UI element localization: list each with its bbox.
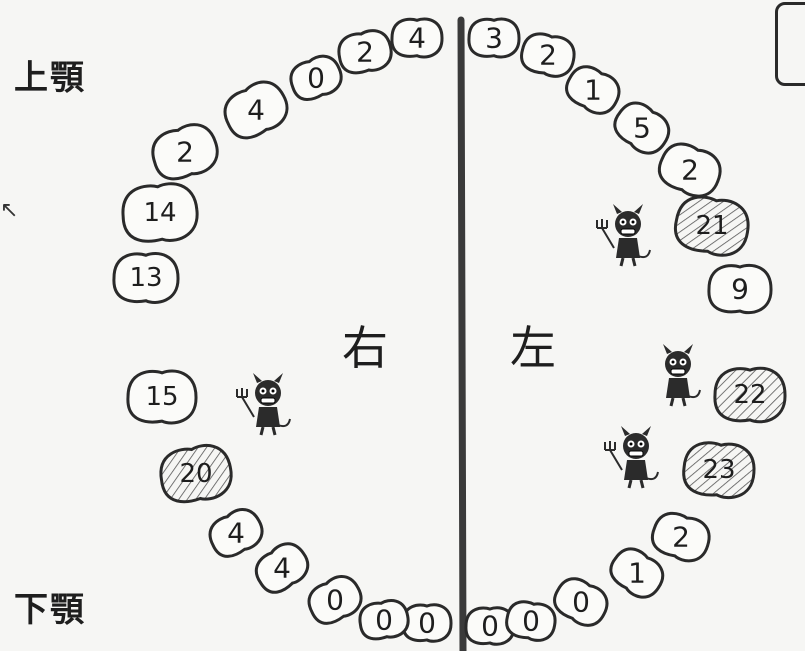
tooth-value: 2 bbox=[356, 36, 374, 69]
tooth-upper-right-1: 4 bbox=[390, 17, 444, 59]
tooth-outline bbox=[208, 508, 264, 558]
tooth-outline bbox=[358, 599, 410, 641]
tooth-value: 4 bbox=[408, 22, 426, 55]
tooth-lower-right-6: 20 bbox=[159, 443, 233, 504]
tooth-outline bbox=[151, 123, 219, 181]
tooth-upper-left-1: 3 bbox=[467, 17, 521, 59]
upper-jaw-label: 上顎 bbox=[14, 58, 86, 98]
tooth-value: 20 bbox=[179, 459, 212, 489]
tooth-upper-right-7: 13 bbox=[112, 252, 180, 304]
tooth-outline bbox=[613, 101, 671, 155]
tooth-lower-right-4: 4 bbox=[254, 542, 310, 594]
tooth-outline bbox=[121, 182, 199, 243]
tooth-outline bbox=[651, 511, 711, 563]
tooth-lower-left-2: 0 bbox=[505, 600, 557, 642]
tooth-upper-left-7: 9 bbox=[707, 263, 773, 315]
devil-with-pitchfork-icon bbox=[236, 373, 291, 436]
tooth-value: 1 bbox=[584, 74, 602, 107]
tooth-lower-right-3: 0 bbox=[307, 575, 363, 625]
devil-icon bbox=[663, 344, 701, 407]
tooth-value: 0 bbox=[375, 604, 393, 637]
tooth-lower-right-5: 4 bbox=[208, 508, 264, 558]
tooth-value: 14 bbox=[143, 198, 176, 228]
tooth-lower-left-4: 1 bbox=[609, 547, 665, 599]
devil-with-pitchfork-icon bbox=[596, 204, 651, 267]
tooth-value: 3 bbox=[485, 22, 503, 55]
tooth-outline bbox=[112, 252, 180, 304]
tooth-upper-left-5: 2 bbox=[657, 142, 722, 198]
tooth-value: 22 bbox=[733, 380, 766, 410]
tooth-value: 0 bbox=[522, 605, 540, 638]
tooth-value: 9 bbox=[731, 273, 749, 306]
right-side-label: 右 bbox=[342, 321, 390, 375]
tooth-value: 1 bbox=[628, 557, 646, 590]
tooth-outline bbox=[159, 443, 233, 504]
tooth-outline bbox=[553, 577, 609, 627]
tooth-upper-left-6: 21 bbox=[673, 195, 750, 257]
tooth-value: 4 bbox=[273, 552, 291, 585]
tooth-outline bbox=[307, 575, 363, 625]
tooth-outline bbox=[713, 366, 787, 424]
tooth-outline bbox=[657, 142, 722, 198]
tooth-outline bbox=[390, 17, 444, 59]
tooth-lower-left-6: 23 bbox=[682, 441, 756, 500]
tooth-lower-left-5: 2 bbox=[651, 511, 711, 563]
tooth-outline bbox=[609, 547, 665, 599]
tooth-outline bbox=[682, 441, 756, 500]
tooth-outline bbox=[289, 54, 343, 102]
tooth-upper-left-3: 1 bbox=[565, 65, 621, 115]
tooth-value: 15 bbox=[145, 382, 178, 412]
tooth-lower-left-7: 22 bbox=[713, 366, 787, 424]
tooth-lower-right-7: 15 bbox=[126, 369, 198, 425]
tooth-lower-left-3: 0 bbox=[553, 577, 609, 627]
tooth-outline bbox=[467, 17, 521, 59]
left-side-label: 左 bbox=[510, 321, 558, 375]
tooth-outline bbox=[505, 600, 557, 642]
tooth-value: 2 bbox=[539, 39, 557, 72]
midline-divider bbox=[457, 16, 467, 651]
corner-frame bbox=[775, 2, 805, 86]
tooth-value: 2 bbox=[176, 136, 194, 169]
tooth-upper-right-5: 2 bbox=[151, 123, 219, 181]
tooth-outline bbox=[520, 32, 576, 78]
tooth-lower-right-1: 0 bbox=[401, 603, 453, 643]
tooth-value: 21 bbox=[695, 211, 728, 241]
tooth-value: 0 bbox=[481, 610, 499, 643]
tooth-outline bbox=[223, 80, 289, 140]
tooth-value: 5 bbox=[633, 112, 651, 145]
tooth-outline bbox=[565, 65, 621, 115]
tooth-value: 0 bbox=[418, 607, 436, 640]
tooth-upper-right-4: 4 bbox=[223, 80, 289, 140]
tooth-upper-left-2: 2 bbox=[520, 32, 576, 78]
tooth-outline bbox=[707, 263, 773, 315]
tooth-upper-right-3: 0 bbox=[289, 54, 343, 102]
tooth-lower-right-2: 0 bbox=[358, 599, 410, 641]
tooth-outline bbox=[673, 195, 750, 257]
tooth-value: 23 bbox=[702, 455, 735, 485]
tooth-outline bbox=[126, 369, 198, 425]
tooth-outline bbox=[337, 29, 393, 75]
tooth-upper-right-6: 14 bbox=[121, 182, 199, 243]
tooth-upper-left-4: 5 bbox=[613, 101, 671, 155]
lower-jaw-label: 下顎 bbox=[14, 590, 86, 630]
tooth-outline bbox=[254, 542, 310, 594]
cropped-edge-mark: ↖ bbox=[0, 198, 19, 223]
tooth-value: 13 bbox=[129, 263, 162, 293]
tooth-value: 0 bbox=[307, 62, 325, 95]
tooth-value: 0 bbox=[572, 586, 590, 619]
tooth-outline bbox=[401, 603, 453, 643]
tooth-value: 2 bbox=[672, 521, 690, 554]
tooth-value: 4 bbox=[227, 517, 245, 550]
tooth-upper-right-2: 2 bbox=[337, 29, 393, 75]
tooth-value: 4 bbox=[247, 94, 265, 127]
devil-with-pitchfork-icon bbox=[604, 426, 659, 489]
tooth-value: 0 bbox=[326, 584, 344, 617]
tooth-value: 2 bbox=[681, 154, 699, 187]
